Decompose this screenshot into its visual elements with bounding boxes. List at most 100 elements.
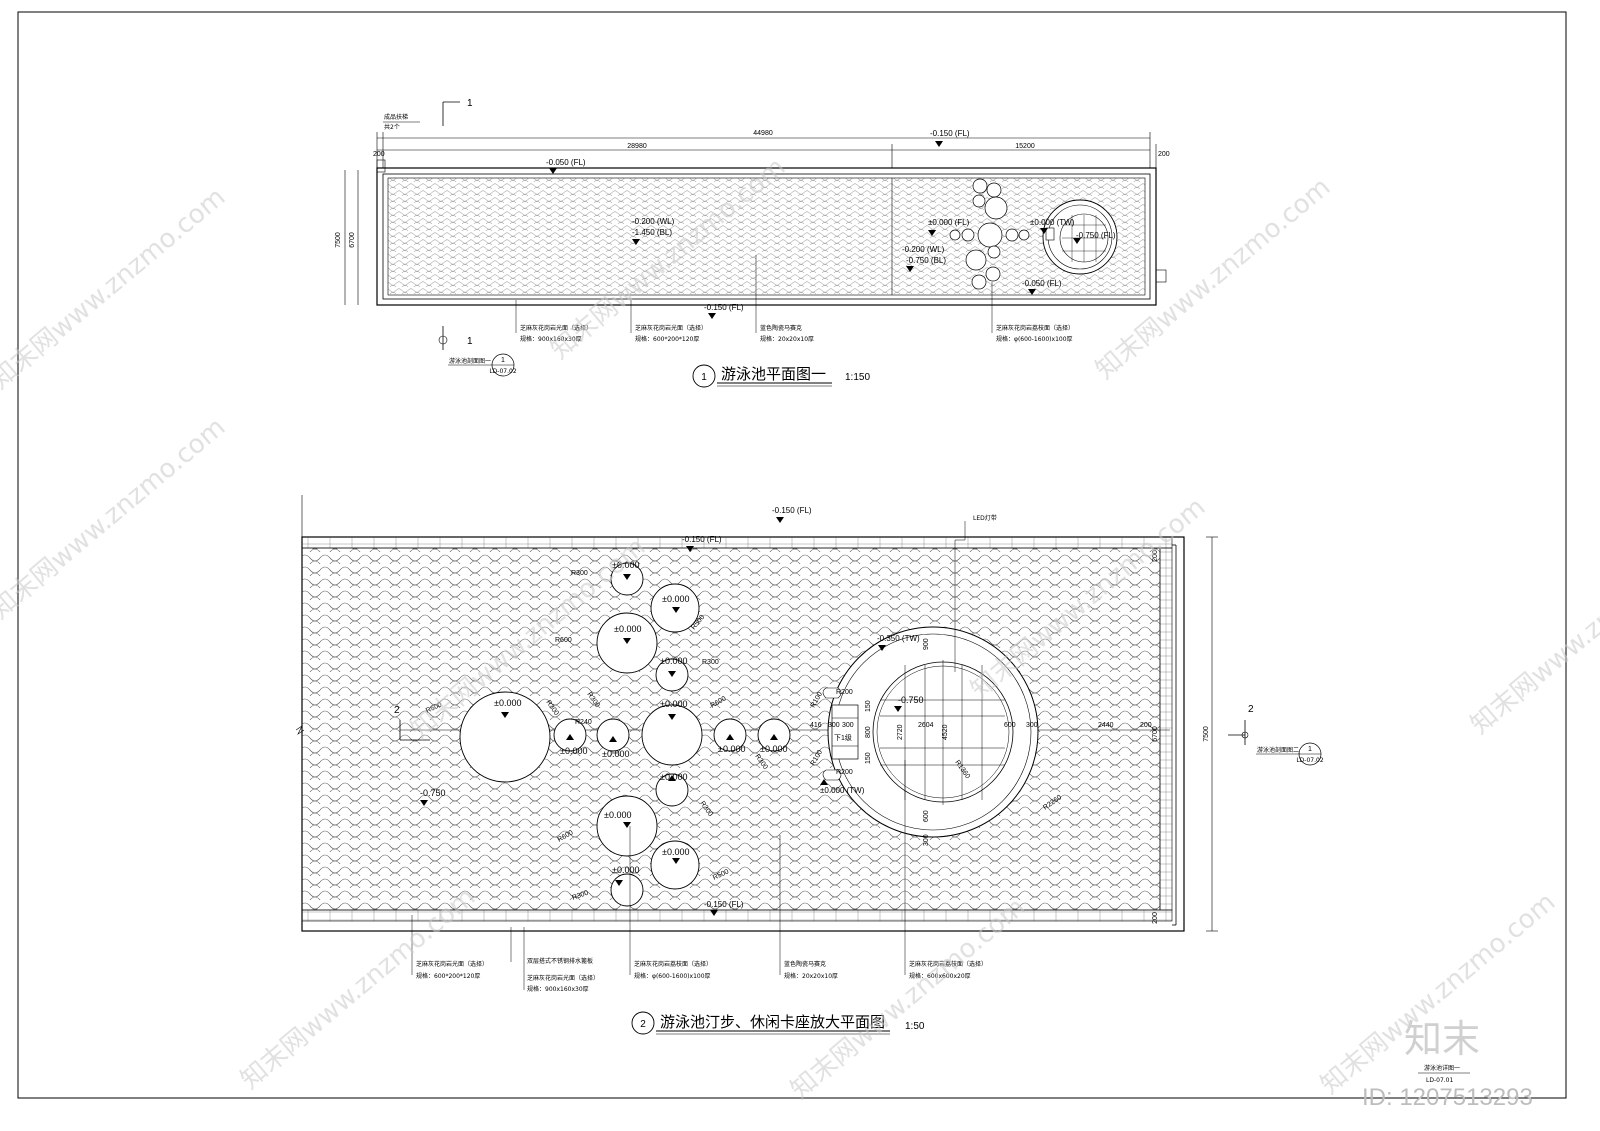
level-p2-fl-top: -0.150 (FL) <box>772 506 812 515</box>
step-level: ±0.000 <box>494 698 521 708</box>
plan2-dim-7500: 7500 <box>1203 726 1210 742</box>
dim-edge: 200 <box>373 151 385 158</box>
step-level: ±0.000 <box>662 594 689 604</box>
note1-material-3: 蓝色陶瓷马赛克 <box>760 324 802 332</box>
radius-label: R300 <box>702 659 719 666</box>
plan2-section-right: 2 <box>1248 704 1254 715</box>
plan2-dim-200-top: 200 <box>1152 550 1159 562</box>
dim-edge-r: 200 <box>1158 151 1170 158</box>
pool-water-pattern <box>387 177 1146 296</box>
radius-label: R200 <box>836 689 853 696</box>
note2-spec-4: 规格：φ(600-1600)x100厚 <box>634 972 711 980</box>
level-fl-top: -0.150 (FL) <box>930 129 970 138</box>
lounge-grid <box>880 660 1005 805</box>
plan1-index-bubble <box>692 364 716 388</box>
step-level: ±0.000 <box>612 560 639 570</box>
step-level: ±0.000 <box>662 847 689 857</box>
image-id-watermark: ID: 1207513293 <box>1362 1084 1533 1111</box>
note2-material-3: 芝麻灰花岗岩光面（选择） <box>527 974 599 982</box>
plan2-dim-6700: 6700 <box>1152 726 1159 742</box>
watermark-text: 知末网www.znzmo.com <box>0 412 231 625</box>
plan2-index-bubble <box>631 1011 655 1035</box>
radius-label: R200 <box>836 769 853 776</box>
plan-1: 44980 28980 15200 200 200 7500 6700 成品扶梯… <box>335 98 1170 388</box>
note1-material-4: 芝麻灰花岗岩荔枝面（选择） <box>996 324 1074 332</box>
top-note-ladder: 成品扶梯 <box>384 113 408 121</box>
ref1-label: 游泳池剖面图一 <box>449 357 491 365</box>
corner-label: 游泳池详图一 <box>1424 1064 1460 1072</box>
ref1-sheet: LD-07.02 <box>489 368 516 375</box>
level-fl-low-right: -0.050 (FL) <box>1022 279 1062 288</box>
plan1-title: 游泳池平面图一 <box>721 365 826 383</box>
dim-label: 300 <box>828 722 840 729</box>
dim-label: 800 <box>865 726 872 738</box>
note1-spec-2: 规格：600*200*120厚 <box>635 335 699 343</box>
note1-material-1: 芝麻灰花岗岩光面（选择） <box>520 324 592 332</box>
note1-spec-3: 规格：20x20x10厚 <box>760 335 814 343</box>
note2-spec-1: 规格：600*200*120厚 <box>416 972 480 980</box>
note2-material-1: 芝麻灰花岗岩光面（选择） <box>416 960 488 968</box>
level-fl-bottom: -0.150 (FL) <box>704 303 744 312</box>
dim-label: 4520 <box>942 724 949 740</box>
plan2-section-left: 2 <box>394 705 400 716</box>
dim-total: 44980 <box>753 130 773 137</box>
level-wl: -0.200 (WL) <box>632 217 675 226</box>
dim-height: 7500 <box>335 232 342 248</box>
watermark-text: 知末网www.znzmo.com <box>0 182 231 395</box>
note2-spec-5: 规格：20x20x10厚 <box>784 972 838 980</box>
level-p2-fl-bottom: -0.150 (FL) <box>704 900 744 909</box>
ref2-sheet: LD-07.02 <box>1296 757 1323 764</box>
step-level: ±0.000 <box>760 744 787 754</box>
level-wl2: -0.200 (WL) <box>902 245 945 254</box>
plan2-scale: 1:50 <box>905 1021 925 1032</box>
plan2-title: 游泳池汀步、休闲卡座放大平面图 <box>660 1013 885 1031</box>
step-level: ±0.000 <box>660 699 687 709</box>
step-level: ±0.000 <box>660 656 687 666</box>
step-level: ±0.000 <box>604 810 631 820</box>
radius-label: R240 <box>575 719 592 726</box>
note1-material-2: 芝麻灰花岗岩光面（选择） <box>635 324 707 332</box>
led-label: LED灯带 <box>973 514 997 522</box>
section-mark-bottom: 1 <box>467 336 473 347</box>
note1-spec-1: 规格：900x160x30厚 <box>520 335 582 343</box>
dim-label: 下1级 <box>834 733 852 742</box>
dim-label: 2604 <box>918 722 934 729</box>
dim-label: 150 <box>865 752 872 764</box>
ref1-num: 1 <box>501 357 505 364</box>
dim-label: 200 <box>1140 722 1152 729</box>
dim-label: 2720 <box>897 724 904 740</box>
level-bl: -1.450 (BL) <box>632 228 672 237</box>
corner-sheet: LD-07.01 <box>1426 1077 1453 1084</box>
step-level: ±0.000 <box>612 865 639 875</box>
plan1-scale: 1:150 <box>845 372 870 383</box>
level-pool: -0.750 <box>420 788 446 798</box>
step-level: ±0.000 <box>560 746 587 756</box>
stepping-stones-plan1 <box>949 178 1030 290</box>
step-level: ±0.000 <box>718 744 745 754</box>
note2-material-2: 双层搭式不锈钢排水篦板 <box>527 957 593 965</box>
ref2-label: 游泳池剖面图二 <box>1257 746 1299 754</box>
dim-label: 300 <box>1026 722 1038 729</box>
dim-label: 416 <box>810 722 822 729</box>
level-step: ±0.000 (FL) <box>928 218 970 227</box>
dim-label: 600 <box>1004 722 1016 729</box>
level-fl-right: -0.750 (FL) <box>1076 231 1116 240</box>
dim-right: 15200 <box>1015 143 1035 150</box>
dim-label: 150 <box>865 700 872 712</box>
level-seat: -0.750 <box>898 695 924 705</box>
note1-spec-4: 规格：φ(600-1600)x100厚 <box>996 335 1073 343</box>
dim-label: 300 <box>842 722 854 729</box>
level-fl-top-left: -0.050 (FL) <box>546 158 586 167</box>
pool-outer-edge <box>376 167 1157 306</box>
watermark-text: 知末网www.znzmo.com <box>785 892 1031 1105</box>
level-p2-fl-top2: -0.150 (FL) <box>682 535 722 544</box>
note2-material-4: 芝麻灰花岗岩荔枝面（选择） <box>634 960 712 968</box>
step-level: ±0.000 <box>614 624 641 634</box>
plan-2: 7500 6700 200 200 <box>295 495 1324 1035</box>
step-level: ±0.000 <box>660 772 687 782</box>
level-tw-bottom: ±0.000 (TW) <box>820 786 865 795</box>
top-note-count: 共2个 <box>384 123 400 131</box>
plan2-dim-200-bot: 200 <box>1152 912 1159 924</box>
dim-label: 300 <box>923 834 930 846</box>
